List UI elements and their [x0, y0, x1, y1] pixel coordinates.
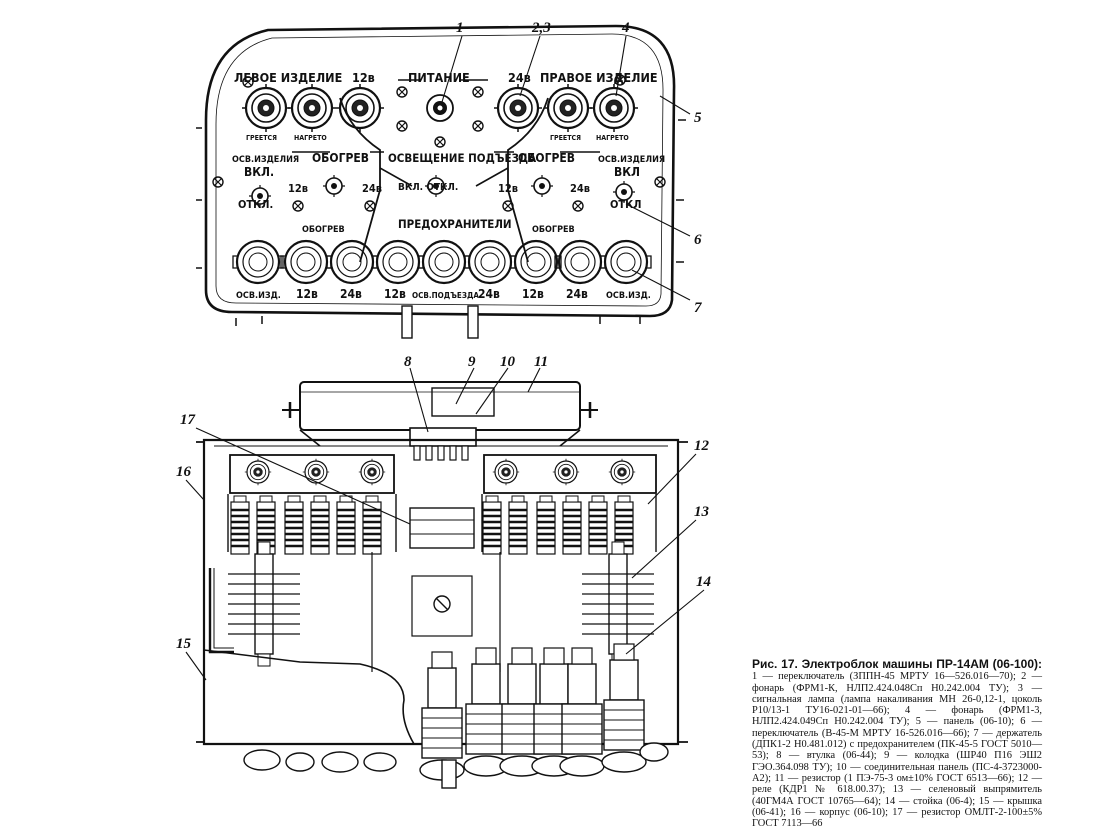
fuse-label-7: 12в: [522, 287, 544, 301]
label-pravoe-izdelie: ПРАВОЕ ИЗДЕЛИЕ: [540, 70, 658, 85]
label-pitanie: ПИТАНИЕ: [408, 70, 470, 85]
label-greetsya-left: ГРЕЕТСЯ: [246, 134, 277, 142]
fuse-label-9: ОСВ.ИЗД.: [606, 291, 651, 301]
callout-10: 10: [500, 354, 516, 370]
label-osv-izdeliya-left: ОСВ.ИЗДЕЛИЯ: [232, 155, 299, 165]
callout-15: 15: [176, 636, 192, 652]
heater-lamp-right-1: [542, 82, 594, 134]
label-vkl-right: ВКЛ: [614, 165, 640, 179]
callouts: 1 2,3 4 5 6 7 8 9 10 11 12 13 14 15 16 1…: [176, 20, 712, 652]
callout-7: 7: [694, 300, 702, 316]
callout-13: 13: [694, 504, 710, 520]
heat-switch-right: [530, 174, 554, 198]
fuse-label-2: 12в: [296, 287, 318, 301]
callout-2-3: 2,3: [531, 20, 551, 36]
label-vkl-otkl-center: ВКЛ. ОТКЛ.: [398, 182, 458, 193]
callout-14: 14: [696, 574, 712, 590]
label-obogrev-left: ОБОГРЕВ: [312, 151, 369, 165]
control-panel: ЛЕВОЕ ИЗДЕЛИЕ 12в ПИТАНИЕ 24в ПРАВОЕ ИЗД…: [196, 24, 691, 339]
relays-right: [481, 494, 635, 556]
label-nagreto-left: НАГРЕТО: [294, 134, 327, 142]
switch-labels: ОСВ.ИЗДЕЛИЯ ВКЛ. ОТКЛ. ОБОГРЕВ ОСВЕЩЕНИЕ…: [232, 151, 665, 235]
label-obogrev-fuse-right: ОБОГРЕВ: [532, 225, 575, 235]
fuse-labels: ОСВ.ИЗД. 12в 24в 12в ОСВ.ПОДЪЕЗДА 24в 12…: [236, 287, 651, 301]
callout-8: 8: [404, 354, 412, 370]
indicator-labels: ГРЕЕТСЯ НАГРЕТО ГРЕЕТСЯ НАГРЕТО: [246, 134, 629, 142]
caption-title: Рис. 17. Электроблок машины ПР-14АМ (06-…: [752, 657, 1042, 671]
label-otkl-left: ОТКЛ.: [238, 198, 273, 211]
callout-6: 6: [694, 232, 702, 248]
heater-lamp-left-2: [286, 82, 338, 134]
housing-assembly: [185, 367, 705, 789]
label-12v-right: 12в: [498, 182, 518, 195]
fuse-label-5: ОСВ.ПОДЪЕЗДА: [412, 291, 479, 300]
callout-12: 12: [694, 438, 710, 454]
callout-16: 16: [176, 464, 192, 480]
callout-5: 5: [694, 110, 702, 126]
heat-switch-left: [322, 174, 346, 198]
callout-4: 4: [621, 20, 630, 36]
fuse-label-3: 24в: [340, 287, 362, 301]
label-osveshchenie: ОСВЕЩЕНИЕ ПОДЪЕЗДА: [388, 151, 536, 165]
electroblock-diagram: ЛЕВОЕ ИЗДЕЛИЕ 12в ПИТАНИЕ 24в ПРАВОЕ ИЗД…: [176, 20, 712, 789]
label-12v-top: 12в: [352, 70, 375, 85]
label-obogrev-right: ОБОГРЕВ: [518, 151, 575, 165]
rectifier-left: [227, 541, 301, 667]
heater-lamp-right-2: [588, 82, 640, 134]
caption-body: 1 — переключатель (ЗППН-45 МРТУ 16—526.0…: [752, 671, 1042, 829]
label-24v-right: 24в: [570, 182, 590, 195]
label-12v-left: 12в: [288, 182, 308, 195]
fuse-label-1: ОСВ.ИЗД.: [236, 291, 281, 301]
label-greetsya-right: ГРЕЕТСЯ: [550, 134, 581, 142]
power-switch: [426, 94, 454, 122]
heater-lamp-left-1: [240, 82, 292, 134]
label-24v-left: 24в: [362, 182, 382, 195]
label-obogrev-fuse-left: ОБОГРЕВ: [302, 225, 345, 235]
label-levoe-izdelie: ЛЕВОЕ ИЗДЕЛИЕ: [234, 70, 342, 85]
label-nagreto-right: НАГРЕТО: [596, 134, 629, 142]
figure-caption: Рис. 17. Электроблок машины ПР-14АМ (06-…: [752, 657, 1042, 829]
relays-left: [229, 494, 383, 556]
fuse-label-4: 12в: [384, 287, 406, 301]
callout-11: 11: [534, 354, 548, 370]
callout-1: 1: [456, 20, 464, 36]
fuse-label-8: 24в: [566, 287, 588, 301]
callout-17: 17: [180, 412, 196, 428]
callout-9: 9: [468, 354, 476, 370]
label-vkl-left: ВКЛ.: [244, 165, 274, 179]
fuse-label-6: 24в: [478, 287, 500, 301]
panel-labels: ЛЕВОЕ ИЗДЕЛИЕ 12в ПИТАНИЕ 24в ПРАВОЕ ИЗД…: [234, 70, 658, 85]
label-osv-izdeliya-right: ОСВ.ИЗДЕЛИЯ: [598, 155, 665, 165]
label-predohraniteli: ПРЕДОХРАНИТЕЛИ: [398, 217, 512, 231]
